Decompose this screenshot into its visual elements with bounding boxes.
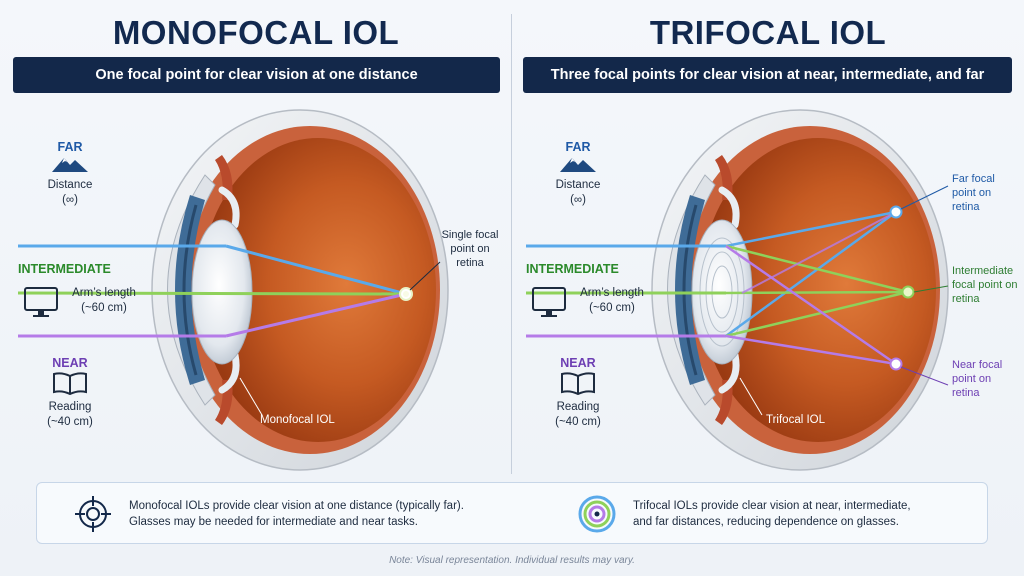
monitor-icon bbox=[532, 287, 566, 317]
monofocal-eye-diagram bbox=[17, 109, 449, 471]
panel-divider bbox=[511, 14, 512, 474]
near-distance-label: NEAR Reading (~40 cm) bbox=[47, 356, 93, 428]
monofocal-title: MONOFOCAL IOL bbox=[112, 14, 400, 51]
near-distance-label-right: NEAR Reading (~40 cm) bbox=[555, 356, 601, 428]
mountain-icon bbox=[52, 158, 88, 172]
monitor-icon bbox=[24, 287, 58, 317]
trifocal-lens-label: Trifocal IOL bbox=[766, 414, 826, 426]
far-distance-label: FAR Distance (∞) bbox=[47, 140, 93, 206]
trifocal-summary: Trifocal IOLs provide clear vision at ne… bbox=[577, 483, 977, 545]
target-crosshair-icon bbox=[75, 496, 111, 532]
intermediate-focal-callout: Intermediate focal point on retina bbox=[952, 265, 1018, 305]
trifocal-subtitle: Three focal points for clear vision at n… bbox=[523, 57, 1012, 93]
summary-box: Monofocal IOLs provide clear vision at o… bbox=[36, 482, 988, 544]
far-distance-label-right: FAR Distance (∞) bbox=[555, 140, 601, 206]
trifocal-panel: TRIFOCAL IOL Three focal points for clea… bbox=[512, 0, 1024, 478]
concentric-rings-icon bbox=[578, 495, 616, 533]
near-focal-callout: Near focal point on retina bbox=[952, 359, 1003, 399]
mountain-icon bbox=[560, 158, 596, 172]
far-focal-callout: Far focal point on retina bbox=[952, 173, 995, 213]
monofocal-summary: Monofocal IOLs provide clear vision at o… bbox=[73, 483, 513, 545]
book-icon bbox=[561, 372, 595, 396]
intermediate-distance-head: INTERMEDIATE bbox=[18, 262, 111, 276]
footnote: Note: Visual representation. Individual … bbox=[389, 555, 635, 566]
trifocal-title: TRIFOCAL IOL bbox=[649, 14, 887, 51]
intermediate-distance-label: Arm’s length (~60 cm) bbox=[72, 287, 136, 314]
monofocal-subtitle: One focal point for clear vision at one … bbox=[13, 57, 500, 93]
monofocal-panel: MONOFOCAL IOL One focal point for clear … bbox=[0, 0, 512, 478]
monofocal-lens-label: Monofocal IOL bbox=[260, 414, 335, 426]
intermediate-distance-label-right: Arm’s length (~60 cm) bbox=[580, 287, 644, 314]
single-focal-callout: Single focal point on retina bbox=[441, 229, 499, 269]
trifocal-eye-diagram bbox=[526, 109, 949, 471]
intermediate-distance-head-right: INTERMEDIATE bbox=[526, 262, 619, 276]
book-icon bbox=[53, 372, 87, 396]
